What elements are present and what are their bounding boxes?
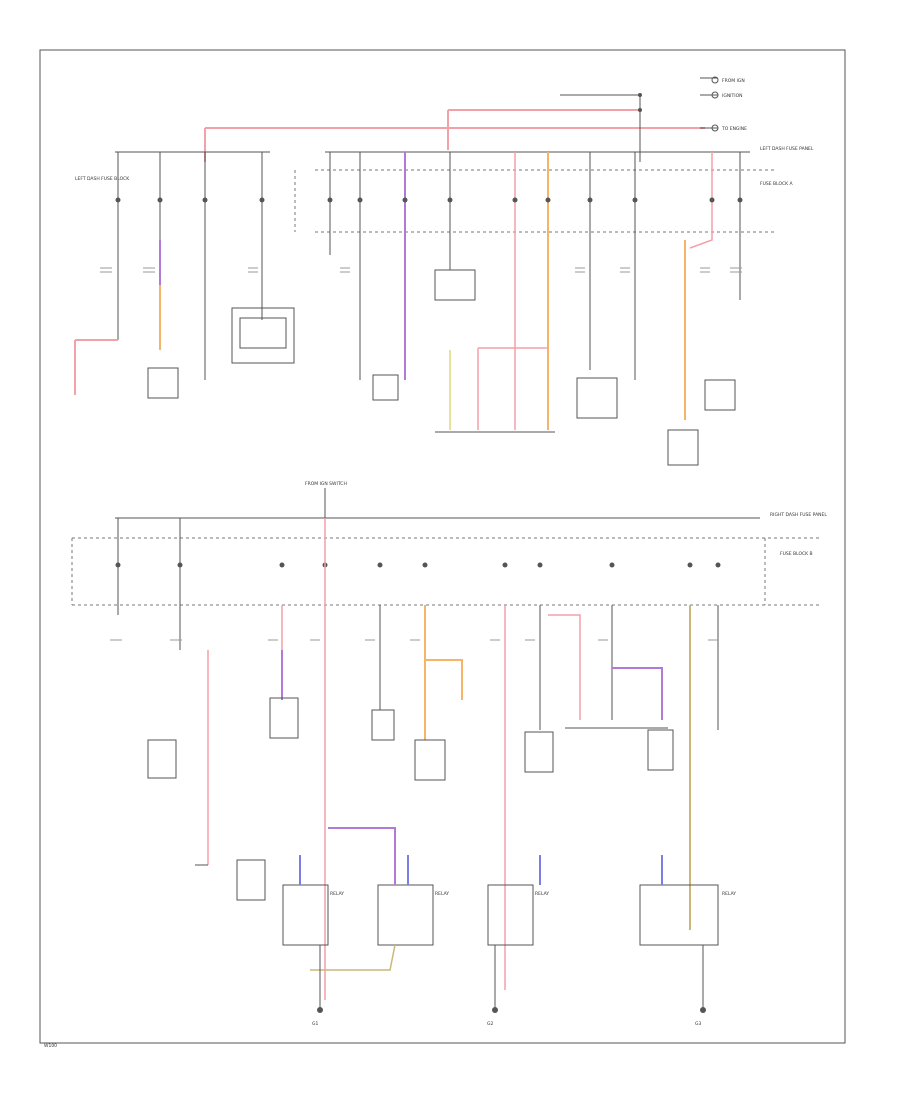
relay-box-3: RELAY bbox=[487, 884, 549, 946]
mid-fuse-panel-label: RIGHT DASH FUSE PANEL bbox=[770, 512, 827, 518]
relay-label-3: RELAY bbox=[535, 891, 549, 897]
lower-components: RELAY RELAY RELAY RELAY G1 G2 bbox=[147, 697, 736, 1027]
top-right-label-1: FROM IGN bbox=[722, 78, 745, 84]
upper-fuse-block-label: FUSE BLOCK A bbox=[760, 181, 794, 187]
relay-box-2: RELAY bbox=[377, 884, 449, 946]
ground-label-3: G3 bbox=[695, 1021, 701, 1027]
center-label: FROM IGN SWITCH bbox=[305, 481, 347, 487]
relay-label-4: RELAY bbox=[722, 891, 736, 897]
fuse-group-right bbox=[327, 152, 743, 466]
relay-box-4: RELAY bbox=[639, 884, 736, 946]
relay-box-1: RELAY bbox=[282, 884, 344, 946]
middle-fuse-panel: FROM IGN SWITCH RIGHT DASH FUSE PANEL FU… bbox=[71, 481, 827, 1000]
tiny-label-stubs bbox=[100, 267, 742, 641]
ground-label-1: G1 bbox=[312, 1021, 318, 1027]
upper-fuse-panel: LEFT DASH FUSE PANEL FUSE BLOCK A LEFT D… bbox=[74, 146, 814, 466]
top-right-label-2: IGNITION bbox=[722, 93, 743, 99]
relay-label-2: RELAY bbox=[435, 891, 449, 897]
fuse-drops-middle bbox=[115, 518, 721, 1000]
ground-1: G1 bbox=[312, 945, 323, 1027]
ground-label-2: G2 bbox=[487, 1021, 493, 1027]
fuse-group-left bbox=[74, 152, 295, 399]
top-feed: FROM IGN IGNITION TO ENGINE bbox=[204, 76, 747, 162]
ground-3: G3 bbox=[695, 945, 706, 1027]
relay-label-1: RELAY bbox=[330, 891, 344, 897]
top-right-label-3: TO ENGINE bbox=[721, 126, 747, 132]
footer-code: W100 bbox=[44, 1043, 57, 1049]
top-fuse-panel-label: LEFT DASH FUSE PANEL bbox=[760, 146, 814, 152]
ground-2: G2 bbox=[487, 945, 498, 1027]
mid-fuse-block-label: FUSE BLOCK B bbox=[780, 551, 813, 557]
diagram-frame bbox=[39, 49, 846, 1044]
left-label: LEFT DASH FUSE BLOCK bbox=[75, 176, 130, 182]
